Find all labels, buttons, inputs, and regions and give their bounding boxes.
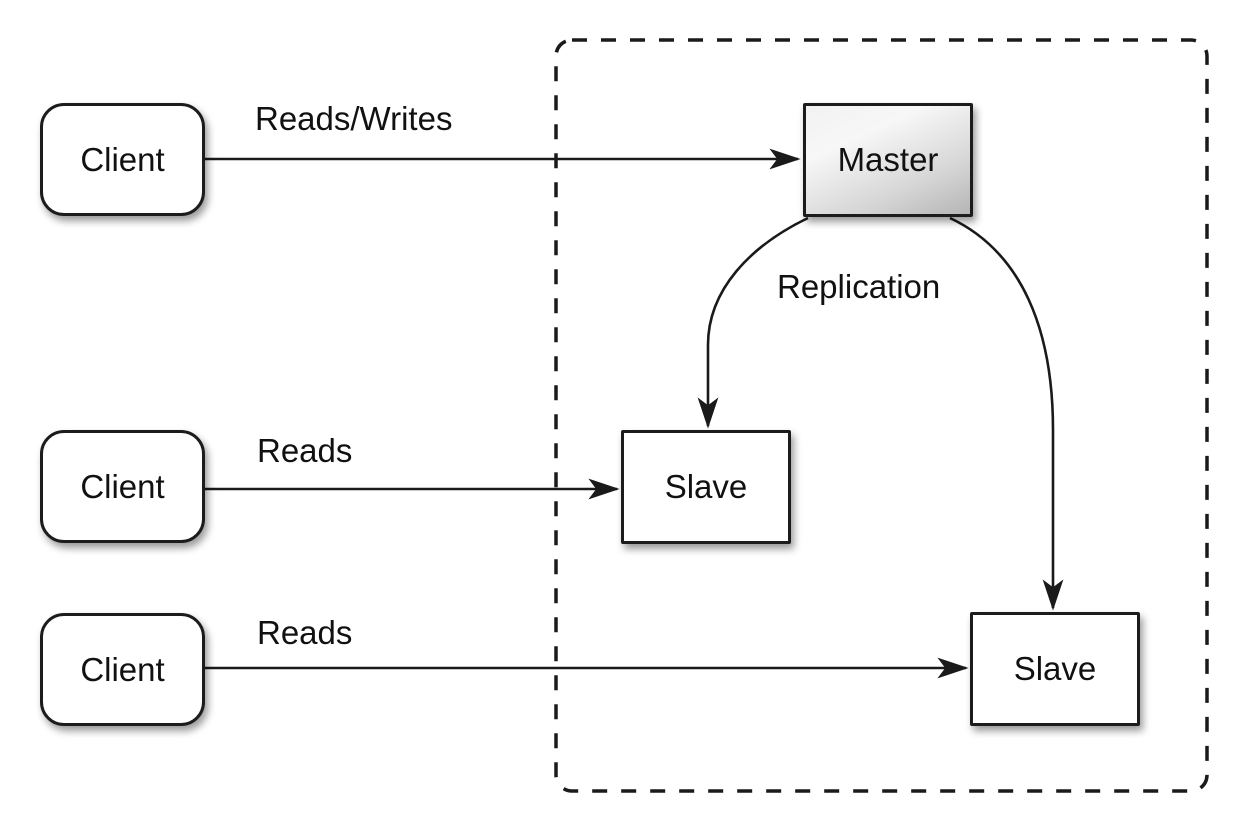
replication-group-boundary [554,38,1209,793]
node-client-2-label: Client [80,467,165,505]
node-client-2: Client [40,430,205,543]
edge-label-replication: Replication [777,268,941,305]
node-master-label: Master [837,141,939,178]
node-client-3: Client [40,613,205,726]
edge-label-reads-2: Reads [257,614,353,651]
node-client-3-label: Client [80,650,165,688]
edge-label-reads-writes: Reads/Writes [255,100,453,137]
node-slave-1-label: Slave [664,468,748,505]
node-slave-1: Slave [621,430,791,544]
edge-master-slave1 [697,216,809,429]
node-client-1-label: Client [80,140,165,178]
node-client-1: Client [40,103,205,216]
node-slave-2: Slave [970,612,1140,726]
node-slave-2-label: Slave [1013,650,1097,687]
edge-label-reads-1: Reads [257,432,353,469]
edge-master-slave2 [949,216,1064,611]
node-master: Master [803,103,973,217]
